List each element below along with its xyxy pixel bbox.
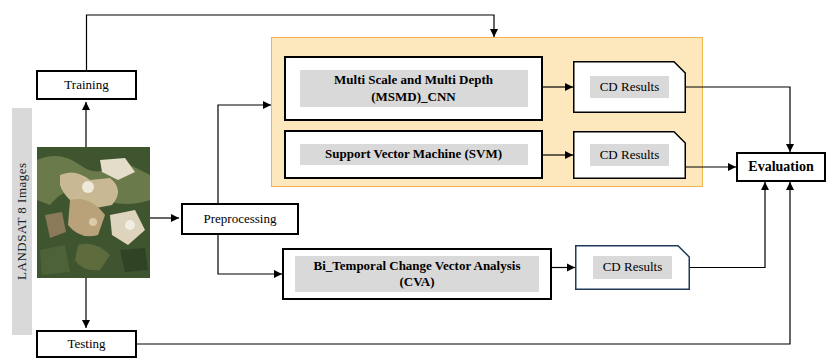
image-to-testing-arrow	[85, 278, 86, 328]
process-box: Bi_Temporal Change Vector Analysis (CVA)	[282, 248, 552, 300]
image-to-training-arrow	[85, 102, 86, 147]
process-box: Multi Scale and Multi Depth (MSMD)_CNN	[284, 56, 543, 121]
node-label: Bi_Temporal Change Vector Analysis (CVA)	[295, 256, 539, 293]
vertical-band: LANDSAT 8 Images	[12, 108, 32, 335]
node-label: Evaluation	[748, 158, 813, 176]
node-label: CD Results	[593, 256, 673, 278]
flow-arrow	[87, 15, 495, 70]
flow-arrow	[552, 267, 575, 268]
data-box: Training	[36, 70, 137, 100]
document-shape	[574, 132, 686, 179]
node-label: Training	[64, 77, 108, 93]
flow-arrow	[218, 105, 271, 203]
data-box: Testing	[36, 330, 137, 358]
document-shape	[574, 62, 686, 113]
image-to-preprocessing-arrow	[150, 217, 179, 218]
classifier-group: Multi Scale and Multi Depth (MSMD)_CNN CD…	[271, 37, 703, 187]
landsat-image	[37, 147, 150, 278]
process-box: Preprocessing	[181, 203, 299, 235]
evaluation-box: Evaluation	[736, 152, 826, 182]
process-box: Support Vector Machine (SVM)	[284, 130, 543, 179]
node-label: CD Results	[590, 144, 670, 166]
node-label: Preprocessing	[204, 211, 277, 227]
flow-arrow	[686, 87, 790, 152]
document-shape	[576, 246, 690, 290]
flow-arrow	[690, 182, 765, 268]
result-document: CD Results	[575, 245, 690, 290]
result-document: CD Results	[573, 61, 686, 113]
flow-arrow	[543, 154, 573, 155]
flow-arrow	[543, 86, 573, 87]
node-label: Testing	[67, 336, 105, 352]
node-label: Support Vector Machine (SVM)	[300, 144, 528, 164]
flow-arrow	[686, 166, 736, 167]
node-label: LANDSAT 8 Images	[14, 163, 30, 281]
node-label: Multi Scale and Multi Depth (MSMD)_CNN	[300, 70, 528, 107]
flow-arrow	[137, 182, 790, 344]
node-label: CD Results	[590, 76, 670, 98]
flow-arrow	[218, 235, 282, 274]
result-document: CD Results	[573, 131, 686, 179]
